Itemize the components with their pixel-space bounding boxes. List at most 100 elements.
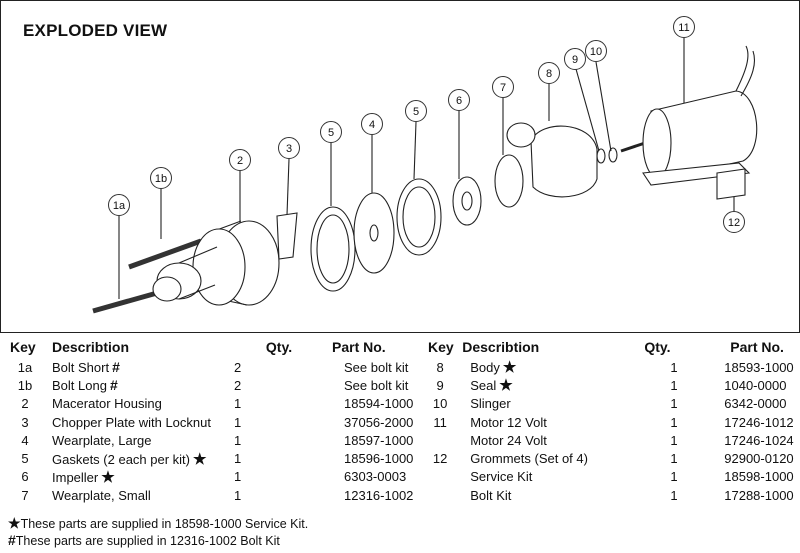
description-text: Bolt Kit: [470, 487, 512, 503]
cell-description: Motor 12 Volt: [462, 413, 614, 431]
table-row: 10 Slinger 1 6342-0000: [428, 395, 800, 413]
cell-part-no: 18593-1000: [724, 359, 794, 375]
table-row: 5 Gaskets (2 each per kit)★ 1 18596-1000: [10, 449, 428, 468]
cell-part-no: 12316-1002: [344, 487, 414, 503]
cell-description: Body★: [462, 358, 614, 376]
cell-key: 1b: [17, 377, 33, 393]
table-row: 4 Wearplate, Large 1 18597-1000: [10, 431, 428, 449]
cell-qty: 2: [234, 359, 242, 375]
table-row: 11 Motor 12 Volt 1 17246-1012: [428, 413, 800, 431]
cell-part-no: See bolt kit: [344, 377, 409, 393]
cell-description: Wearplate, Small: [52, 486, 224, 504]
diagram-title: EXPLODED VIEW: [23, 21, 168, 40]
header-qty: Qty.: [644, 339, 671, 355]
cell-qty: 1: [670, 396, 678, 412]
callout-5-first: 5: [320, 121, 342, 143]
cell-part-no: 17246-1012: [724, 414, 794, 430]
cell-description: Gaskets (2 each per kit)★: [52, 449, 224, 468]
cell-key: 8: [436, 359, 444, 375]
cell-description: Bolt Kit: [462, 486, 614, 504]
cell-description: Wearplate, Large: [52, 431, 224, 449]
callout-4: 4: [361, 113, 383, 135]
callout-9: 9: [564, 48, 586, 70]
cell-key: [428, 486, 462, 504]
cell-qty: 1: [234, 432, 242, 448]
cell-part-no: See bolt kit: [344, 359, 409, 375]
cell-part-no: 37056-2000: [344, 414, 414, 430]
table-row: 8 Body★ 1 18593-1000: [428, 358, 800, 376]
callout-12: 12: [723, 211, 745, 233]
cell-key: 6: [21, 469, 29, 485]
description-text: Gaskets (2 each per kit): [52, 451, 190, 467]
callout-2: 2: [229, 149, 251, 171]
cell-qty: 1: [670, 377, 678, 393]
note-text: These parts are supplied in 12316-1002 B…: [15, 534, 280, 548]
table-row: Motor 24 Volt 1 17246-1024: [428, 431, 800, 449]
cell-qty: 1: [670, 451, 678, 467]
hash-icon: #: [8, 532, 16, 548]
cell-key: 11: [433, 414, 447, 430]
exploded-view-drawing: [92, 38, 758, 314]
cell-part-no: 18596-1000: [344, 451, 414, 467]
cell-key: 5: [21, 451, 29, 467]
cell-key: 2: [21, 396, 29, 412]
description-text: Slinger: [470, 396, 511, 412]
table-header-row: Key Describtion Qty. Part No.: [428, 336, 800, 358]
cell-description: Seal★: [462, 376, 614, 394]
cell-qty: 1: [670, 487, 678, 503]
cell-qty: 1: [670, 414, 678, 430]
callout-8: 8: [538, 62, 560, 84]
callout-6: 6: [448, 89, 470, 111]
description-text: Grommets (Set of 4): [470, 451, 588, 467]
cell-qty: 1: [670, 432, 678, 448]
header-qty: Qty.: [265, 339, 293, 355]
cell-description: Slinger: [462, 395, 614, 413]
star-icon: ★: [8, 515, 21, 531]
hash-icon: #: [112, 359, 120, 376]
description-text: Wearplate, Large: [52, 432, 152, 448]
callout-1a: 1a: [108, 194, 130, 216]
note-service-kit: ★These parts are supplied in 18598-1000 …: [8, 515, 308, 532]
hash-icon: #: [109, 377, 118, 394]
header-part-no: Part No.: [730, 339, 784, 355]
cell-description: Macerator Housing: [52, 395, 224, 413]
cell-qty: 1: [670, 469, 678, 485]
cell-part-no: 17246-1024: [724, 432, 794, 448]
cell-qty: 1: [234, 451, 242, 467]
exploded-view-diagram: EXPLODED VIEW: [0, 0, 800, 333]
description-text: Wearplate, Small: [52, 487, 151, 503]
note-bolt-kit: #These parts are supplied in 12316-1002 …: [8, 532, 280, 548]
cell-key: 10: [432, 396, 448, 412]
cell-description: Bolt Long#: [52, 376, 224, 394]
cell-part-no: 6342-0000: [724, 396, 787, 412]
callout-5-second: 5: [405, 100, 427, 122]
cell-part-no: 18594-1000: [344, 396, 414, 412]
description-text: Macerator Housing: [52, 396, 162, 412]
header-part-no: Part No.: [332, 339, 386, 355]
cell-qty: 1: [670, 359, 678, 375]
cell-key: 1a: [17, 359, 33, 375]
callout-1b: 1b: [150, 167, 172, 189]
header-description: Describtion: [52, 339, 130, 355]
cell-qty: 1: [234, 469, 242, 485]
description-text: Impeller: [52, 469, 99, 485]
star-icon: ★: [499, 377, 513, 395]
cell-key: 9: [436, 377, 444, 393]
cell-qty: 2: [234, 377, 242, 393]
cell-part-no: 18597-1000: [344, 432, 414, 448]
description-text: Bolt Short: [52, 360, 110, 376]
cell-key: 4: [21, 432, 29, 448]
cell-key: 7: [21, 487, 29, 503]
cell-part-no: 92900-0120: [724, 451, 794, 467]
cell-description: Bolt Short#: [52, 358, 224, 376]
cell-description: Impeller★: [52, 468, 224, 486]
cell-description: Motor 24 Volt: [462, 431, 614, 449]
